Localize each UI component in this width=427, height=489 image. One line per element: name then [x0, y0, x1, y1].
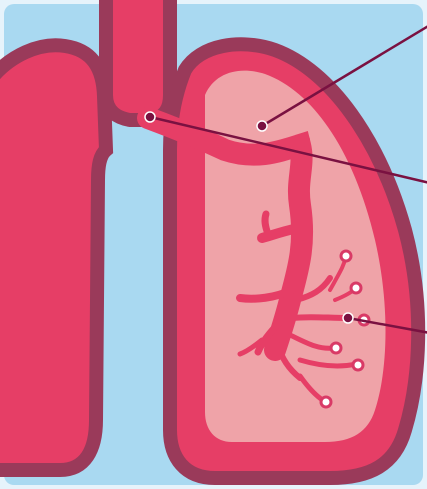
left-lung	[0, 45, 106, 470]
alveolus	[321, 397, 331, 407]
callout-dot-lung-tissue	[257, 121, 267, 131]
bronchus-branch-right2	[292, 317, 348, 318]
callout-dot-trachea	[145, 112, 155, 122]
alveolus	[351, 283, 361, 293]
alveolus	[353, 360, 363, 370]
bronchus-branch-left-small	[265, 214, 268, 234]
alveolus	[331, 343, 341, 353]
trachea	[106, 0, 170, 120]
alveolus	[341, 251, 351, 261]
callout-dot-alveoli	[343, 313, 353, 323]
